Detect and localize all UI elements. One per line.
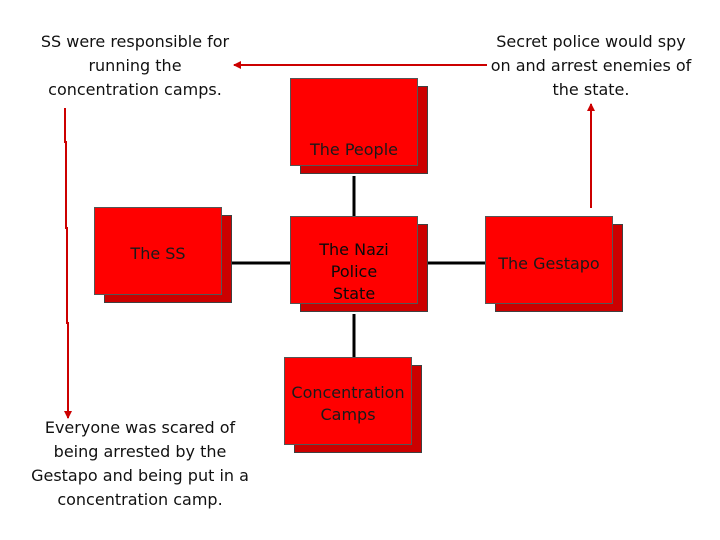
note-gestapo-role: Secret police would spy on and arrest en… xyxy=(490,32,692,99)
box-concentration-camps-label: Concentration Camps xyxy=(284,357,412,445)
note-ss-responsibility: SS were responsible for running the conc… xyxy=(40,32,230,99)
note-fear-of-arrest: Everyone was scared of being arrested by… xyxy=(31,418,249,509)
box-the-people: The People xyxy=(290,78,428,174)
box-the-gestapo-label: The Gestapo xyxy=(485,216,613,304)
box-nazi-police-state: The Nazi Police State xyxy=(290,216,428,312)
box-nazi-police-state-label: The Nazi Police State xyxy=(290,216,418,304)
box-the-ss-label: The SS xyxy=(94,207,222,295)
box-the-people-label: The People xyxy=(290,78,418,166)
box-concentration-camps: Concentration Camps xyxy=(284,357,422,453)
arrow-ss-note-to-fear-note xyxy=(64,108,72,419)
box-the-gestapo: The Gestapo xyxy=(485,216,623,312)
box-the-ss: The SS xyxy=(94,207,232,303)
